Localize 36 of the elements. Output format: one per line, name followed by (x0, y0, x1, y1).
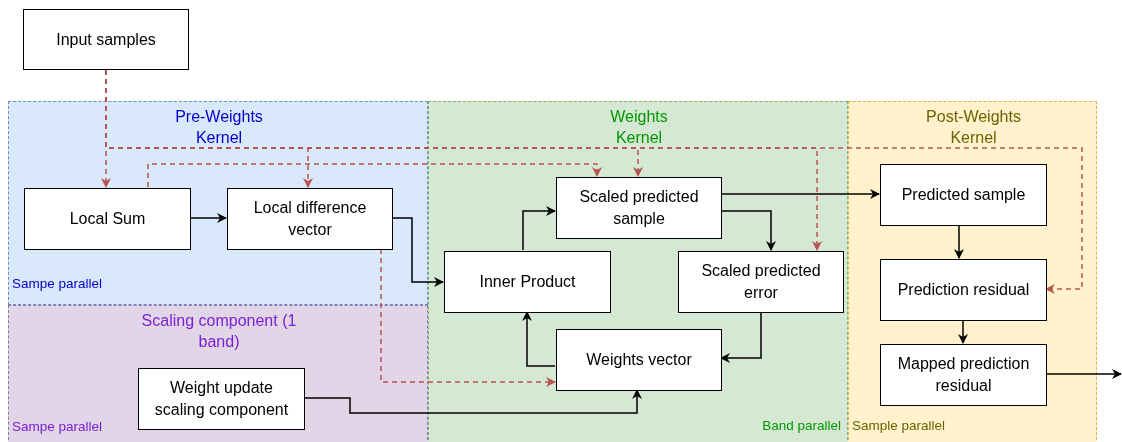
region-note: Band parallel (762, 418, 841, 434)
region-title: Pre-Weights Kernel (174, 107, 264, 148)
process-box: Weight update scaling component (138, 368, 305, 430)
arrow (720, 311, 762, 363)
arrow (1045, 369, 1122, 379)
arrow (720, 189, 880, 199)
region-note: Sample parallel (852, 418, 946, 434)
arrow (189, 213, 227, 223)
arrow (380, 248, 556, 387)
region-panel (8, 305, 428, 442)
process-box: Weights vector (556, 329, 722, 391)
arrow (958, 319, 968, 344)
process-box: Scaled predicted error (678, 251, 844, 313)
region-note: Sampe parallel (12, 276, 103, 292)
region-title: Post-Weights Kernel (925, 107, 1022, 148)
region-panel (848, 101, 1097, 442)
arrow (147, 163, 602, 188)
process-box: Predicted sample (880, 164, 1047, 226)
arrow (522, 311, 556, 367)
process-box: Scaled predicted sample (556, 177, 722, 239)
region-title: Weights Kernel (609, 107, 669, 148)
arrow (720, 210, 776, 251)
region-panel (428, 101, 848, 442)
region-title: Scaling component (1 band) (140, 311, 298, 352)
arrow (954, 224, 964, 259)
process-box: Local difference vector (227, 188, 393, 250)
process-box: Local Sum (24, 188, 191, 250)
process-box: Inner Product (444, 251, 611, 313)
process-box: Mapped prediction residual (880, 344, 1047, 406)
arrow (522, 206, 556, 251)
process-box: Prediction residual (880, 259, 1047, 321)
region-panel (8, 101, 428, 305)
region-note: Sampe parallel (12, 419, 103, 435)
process-box: Input samples (23, 9, 189, 70)
arrow (303, 389, 642, 414)
arrow (391, 217, 444, 287)
